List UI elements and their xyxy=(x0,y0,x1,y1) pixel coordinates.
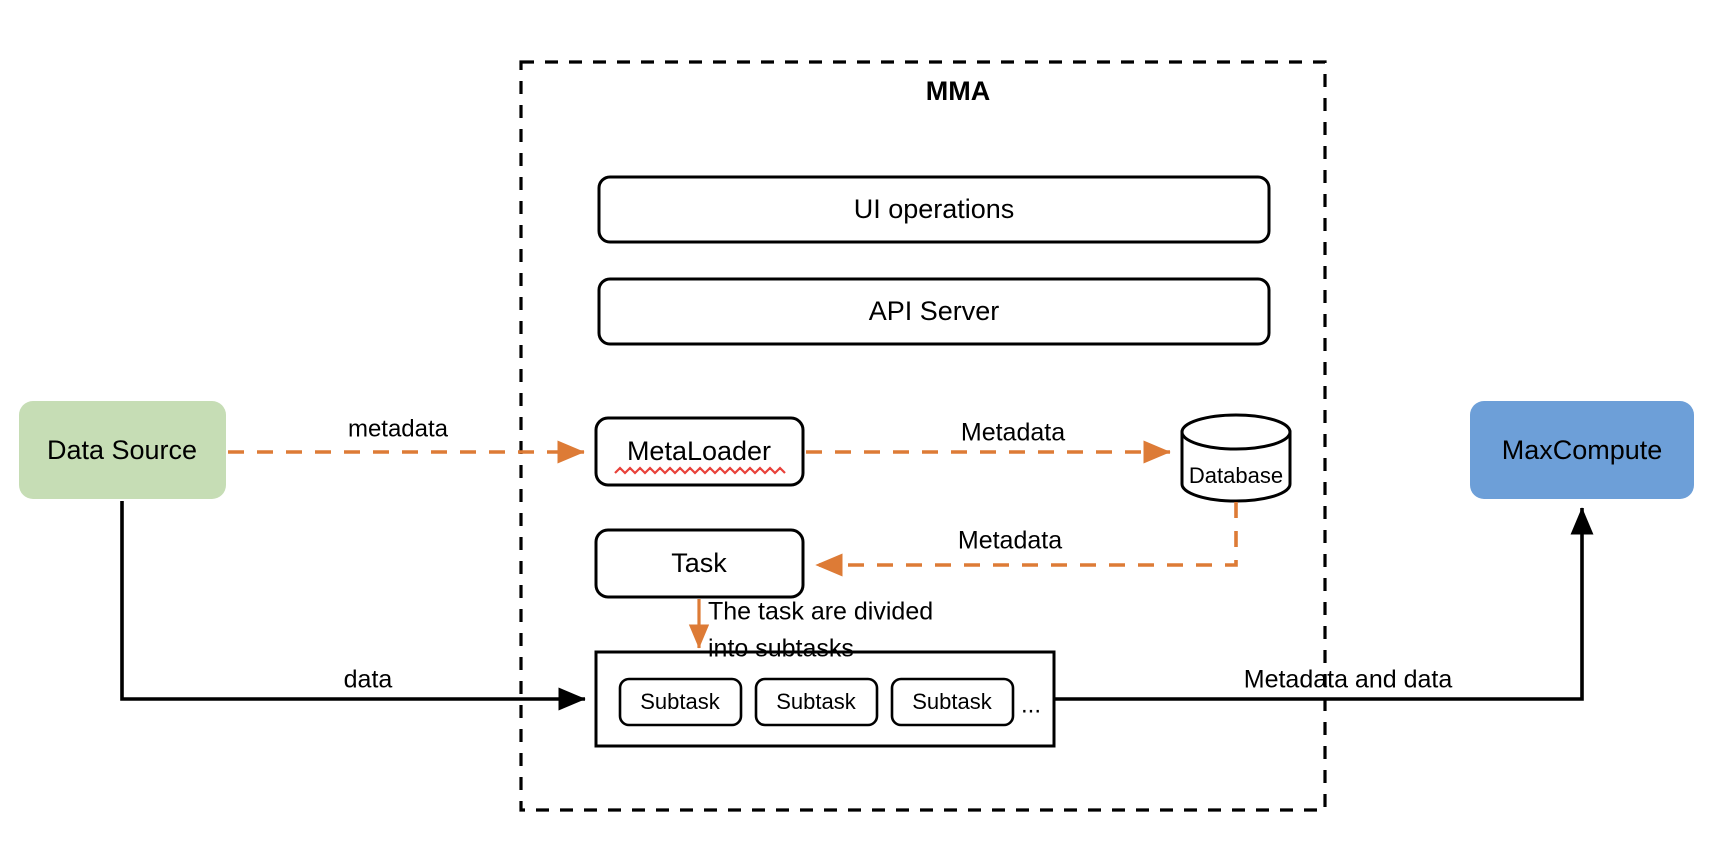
node-ui-operations[interactable] xyxy=(597,175,1271,244)
edge-label-task-divided-line2: into subtasks xyxy=(708,635,854,663)
edge-label-metadata-to-task: Metadata xyxy=(958,527,1062,555)
spellcheck-underline-icon xyxy=(614,466,786,475)
mma-boundary xyxy=(519,60,1327,812)
edge-label-metadata-and-data: Metadata and data xyxy=(1244,666,1453,694)
node-subtask-3-label: Subtask xyxy=(912,689,992,714)
database-cylinder-body xyxy=(1180,430,1292,503)
node-database[interactable] xyxy=(1180,413,1292,503)
node-api-server[interactable] xyxy=(597,277,1271,346)
node-subtask-3[interactable] xyxy=(890,677,1015,727)
edge-database-to-task xyxy=(815,502,1238,577)
database-cylinder-top xyxy=(1180,413,1292,451)
node-data-source-label: Data Source xyxy=(47,435,197,465)
node-subtask-2-label: Subtask xyxy=(776,689,856,714)
edge-label-metadata-to-database: Metadata xyxy=(961,419,1065,447)
edge-label-task-divided-line1: The task are divided xyxy=(708,598,933,626)
edge-subtasks-to-maxcompute xyxy=(1054,507,1594,701)
mma-title: MMA xyxy=(926,76,990,106)
node-meta-loader-label: MetaLoader xyxy=(627,436,771,466)
node-max-compute[interactable] xyxy=(1470,401,1694,499)
node-database-label: Database xyxy=(1189,463,1283,488)
node-data-source[interactable] xyxy=(19,401,226,499)
edge-data-source-to-subtasks xyxy=(120,501,586,711)
edge-label-data: data xyxy=(344,666,393,694)
node-task-label: Task xyxy=(671,548,727,578)
node-max-compute-label: MaxCompute xyxy=(1502,435,1663,465)
node-task[interactable] xyxy=(594,528,805,599)
node-subtask-2[interactable] xyxy=(754,677,879,727)
subtask-ellipsis: ... xyxy=(1021,691,1041,718)
node-ui-operations-label: UI operations xyxy=(854,194,1015,224)
node-subtask-1-label: Subtask xyxy=(640,689,720,714)
node-api-server-label: API Server xyxy=(869,296,1000,326)
node-subtask-1[interactable] xyxy=(618,677,743,727)
edge-label-metadata-lowercase: metadata xyxy=(348,415,449,442)
